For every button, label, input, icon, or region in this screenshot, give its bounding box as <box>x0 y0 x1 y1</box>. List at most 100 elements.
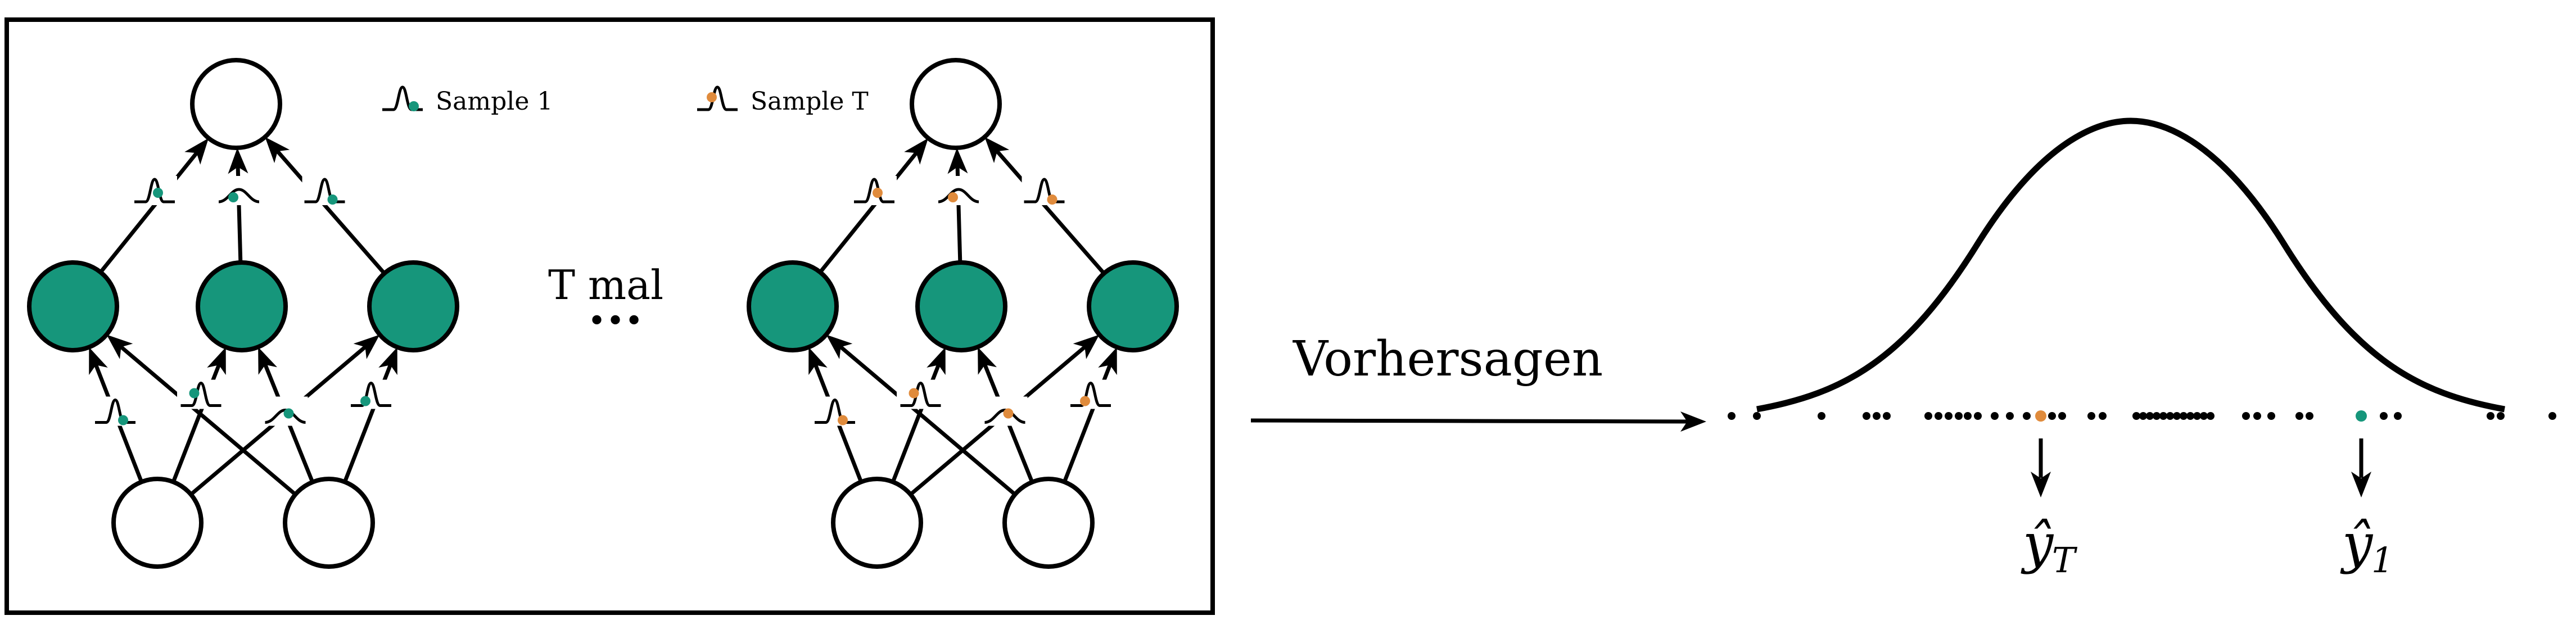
legend: Sample 1 Sample T <box>382 87 869 116</box>
connection-edge <box>994 148 1106 275</box>
prediction-sample <box>1964 412 1972 420</box>
prediction-sample <box>1883 412 1891 420</box>
prediction-sample <box>1991 412 1999 420</box>
sample-dot-icon <box>1080 396 1090 406</box>
output-y-1: ˆ y 1 <box>2340 512 2393 581</box>
sample-dot-icon <box>283 408 294 419</box>
legend-sample-t: Sample T <box>697 87 869 116</box>
prediction-sample <box>2087 412 2095 420</box>
prediction-sample <box>2139 412 2147 420</box>
output-y-1-sub: 1 <box>2371 540 2393 581</box>
sample-dot-icon <box>1047 194 1057 205</box>
prediction-sample <box>1873 412 1881 420</box>
sample-dot-icon <box>118 415 128 426</box>
prediction-sample <box>2497 412 2505 420</box>
prediction-sample <box>2048 412 2056 420</box>
weight-distribution-icon <box>982 396 1028 426</box>
prediction-samples <box>1728 410 2556 422</box>
prediction-sample <box>1753 412 1761 420</box>
network-sample-1 <box>27 58 459 569</box>
prediction-sample <box>1945 412 1953 420</box>
sample-dot-icon <box>873 188 883 198</box>
predictive-distribution-icon <box>1756 117 2505 413</box>
sample-dot-icon <box>1003 408 1014 419</box>
weight-distribution-icon <box>812 396 857 426</box>
output-y-t-hat: ˆ <box>2025 512 2052 575</box>
prediction-sample <box>2306 412 2313 420</box>
input-node <box>831 477 923 569</box>
prediction-sample <box>2193 412 2201 420</box>
input-node <box>1002 477 1095 569</box>
prediction-sample <box>1924 412 1932 420</box>
sample-dot-icon <box>360 396 370 406</box>
prediction-sample <box>2487 412 2494 420</box>
prediction-sample <box>1974 412 1982 420</box>
weight-distribution-icon <box>302 176 347 205</box>
output-y-t-base: y <box>2021 512 2054 575</box>
hidden-node <box>915 260 1007 352</box>
prediction-sample <box>2267 412 2275 420</box>
hidden-node <box>196 260 288 352</box>
connection-edge <box>274 148 386 275</box>
prediction-sample <box>1863 412 1870 420</box>
input-node <box>111 477 204 569</box>
hidden-node <box>1087 260 1179 352</box>
sample-dot-icon <box>909 388 919 399</box>
prediction-sample <box>1728 412 1736 420</box>
weight-distribution-icon <box>1068 379 1113 409</box>
weight-distribution-icon <box>93 396 138 426</box>
predict-label: Vorhersagen <box>1292 331 1603 387</box>
output-arrow-y-t <box>2031 438 2051 497</box>
output-arrow-y-1 <box>2351 438 2371 497</box>
hidden-node <box>27 260 119 352</box>
sample-dot-icon <box>153 188 163 198</box>
prediction-sample <box>1818 412 1825 420</box>
weight-distribution-icon <box>216 176 261 205</box>
output-node <box>910 58 1002 150</box>
output-y-t-sub: T <box>2052 540 2078 581</box>
prediction-sample <box>2295 412 2303 420</box>
connection-edge <box>838 344 1016 496</box>
sample-dot-icon <box>189 388 200 399</box>
prediction-sample <box>1955 412 1963 420</box>
prediction-sample <box>2153 412 2161 420</box>
sample-dot-icon <box>409 101 419 111</box>
sample-dot-icon <box>707 92 717 102</box>
connection-edge <box>99 150 200 274</box>
output-y-t: ˆ y T <box>2021 512 2078 581</box>
output-y-1-base: y <box>2340 512 2374 575</box>
prediction-sample <box>2548 412 2556 420</box>
prediction-sample <box>2394 412 2402 420</box>
prediction-sample <box>1935 412 1942 420</box>
sample-dot-icon <box>228 192 238 202</box>
weight-distribution-icon <box>697 87 738 110</box>
connection-edge <box>118 344 297 496</box>
prediction-sample <box>2173 412 2181 420</box>
prediction-sample-t <box>2035 410 2046 422</box>
prediction-sample <box>2099 412 2107 420</box>
prediction-sample <box>2242 412 2250 420</box>
prediction-sample <box>2132 412 2140 420</box>
hidden-node <box>367 260 459 352</box>
prediction-sample <box>2253 412 2261 420</box>
repeat-dots: ••• <box>587 303 643 340</box>
weight-distribution-icon <box>936 176 981 205</box>
prediction-sample <box>2159 412 2167 420</box>
weight-distribution-icon <box>263 396 308 426</box>
prediction-sample-1 <box>2356 410 2367 422</box>
hidden-node <box>747 260 839 352</box>
sample-dot-icon <box>838 415 848 426</box>
weight-distribution-icon <box>898 379 943 409</box>
connection-edge <box>819 150 919 274</box>
predict-arrow <box>1250 411 1706 432</box>
legend-sample-1-label: Sample 1 <box>436 87 553 116</box>
prediction-sample <box>2207 412 2215 420</box>
weight-distribution-icon <box>178 379 224 409</box>
legend-sample-t-label: Sample T <box>751 87 869 116</box>
output-y-1-hat: ˆ <box>2344 512 2371 575</box>
prediction-sample <box>2380 412 2388 420</box>
weight-distribution-icon <box>132 176 177 205</box>
networks-frame <box>4 17 1215 615</box>
weight-distribution-icon <box>852 176 897 205</box>
